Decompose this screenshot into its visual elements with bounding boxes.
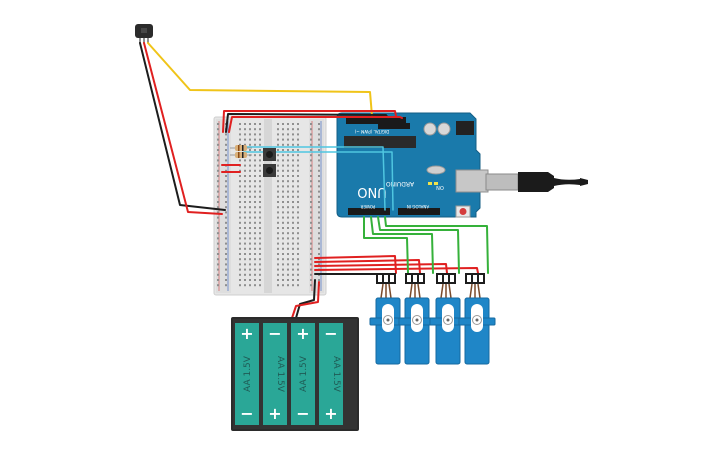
- servo-motor[interactable]: [369, 273, 407, 365]
- digital-header-high[interactable]: [346, 117, 406, 124]
- capacitor-icon: [423, 122, 437, 136]
- pushbutton[interactable]: [263, 164, 276, 177]
- power-header[interactable]: [348, 208, 390, 215]
- wire-ir-signal: [147, 42, 373, 117]
- battery-cell: + − AA 1.5V: [291, 323, 315, 425]
- microcontroller-chip: [344, 136, 416, 148]
- battery-cell-label: AA 1.5V: [275, 356, 285, 393]
- minus-terminal-icon: −: [268, 324, 281, 343]
- servo-motor[interactable]: [398, 273, 436, 365]
- wire-battery-black: [295, 279, 316, 319]
- ir-receiver[interactable]: [135, 24, 153, 43]
- resistor[interactable]: [230, 145, 252, 151]
- resistor[interactable]: [230, 152, 252, 158]
- minus-terminal-icon: −: [296, 404, 309, 423]
- battery-cell: + − AA 1.5V: [319, 323, 343, 425]
- wire-servo-power-4: [314, 267, 479, 274]
- analog-header-label: ANALOG IN: [407, 204, 429, 209]
- wire-servo-power-3: [314, 263, 448, 274]
- pushbutton[interactable]: [263, 148, 276, 161]
- pushbutton-icon: [266, 167, 273, 174]
- servo-motor[interactable]: [458, 273, 496, 365]
- minus-terminal-icon: −: [324, 324, 337, 343]
- wire-button-2: [243, 151, 394, 211]
- wire-servo-power-1: [314, 255, 397, 274]
- led-icon: [434, 182, 438, 185]
- board-brand-text: ARDUINO: [386, 180, 415, 187]
- usb-port[interactable]: [455, 169, 489, 193]
- wire-servo-signal-3: [377, 216, 460, 274]
- breadboard-holes: [217, 123, 320, 287]
- servo-motor[interactable]: [429, 273, 467, 365]
- battery-pack[interactable]: +−AA 1.5V+−AA 1.5V+−AA 1.5V+−AA 1.5V: [231, 317, 359, 431]
- wire-bb-power-red-2: [228, 116, 403, 133]
- plus-terminal-icon: +: [268, 404, 281, 423]
- battery-cell-label: AA 1.5V: [243, 355, 253, 392]
- analog-header[interactable]: [398, 208, 440, 215]
- digital-header-low[interactable]: [378, 123, 410, 129]
- usb-cable[interactable]: [485, 172, 588, 192]
- wire-ir-power: [143, 42, 223, 215]
- pushbutton-icon: [266, 151, 273, 158]
- wire-battery-red: [291, 281, 320, 319]
- usb-plug-icon: [518, 172, 554, 192]
- breadboard[interactable]: [213, 116, 327, 296]
- battery-cell: + − AA 1.5V: [235, 323, 259, 425]
- wire-servo-signal-1: [363, 216, 409, 274]
- wire-servo-signal-4: [384, 216, 489, 274]
- ir-receiver-icon: [141, 28, 147, 33]
- power-jack[interactable]: [456, 121, 474, 135]
- digital-header-label: DIGITAL (PWM ~): [354, 129, 389, 134]
- capacitor-icon: [437, 122, 451, 136]
- wire-button-1: [245, 146, 386, 211]
- crystal-icon: [426, 165, 446, 175]
- battery-cell-label: AA 1.5V: [331, 356, 341, 393]
- wire-servo-signal-2: [370, 216, 434, 274]
- plus-terminal-icon: +: [324, 404, 337, 423]
- wires: [139, 42, 489, 319]
- board-model-text: UNO: [357, 184, 386, 199]
- power-header-label: POWER: [360, 204, 375, 209]
- battery-cell-label: AA 1.5V: [299, 355, 309, 392]
- reset-button-icon: [459, 208, 467, 215]
- battery-cell: + − AA 1.5V: [263, 323, 287, 425]
- wire-bb-power-red: [222, 110, 397, 133]
- plus-terminal-icon: +: [240, 324, 253, 343]
- resistor-icon: [235, 145, 247, 151]
- servo-group: [369, 273, 496, 365]
- led-icon: [428, 182, 432, 185]
- on-led-label: ON: [436, 184, 444, 190]
- arduino-uno-board[interactable]: UNO ARDUINO ON DIGITAL (PWM ~) POWER ANA…: [336, 112, 489, 218]
- plus-terminal-icon: +: [296, 324, 309, 343]
- wire-ir-ground: [139, 42, 226, 211]
- resistor-icon: [235, 152, 247, 158]
- minus-terminal-icon: −: [240, 404, 253, 423]
